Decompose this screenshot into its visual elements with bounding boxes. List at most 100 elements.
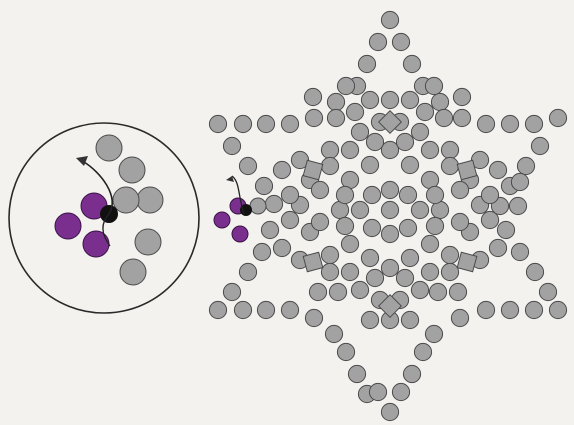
star-inner-bead bbox=[336, 186, 353, 203]
star-inner-bead bbox=[426, 217, 443, 234]
gray-bead-large bbox=[96, 135, 122, 161]
star-inner-bead bbox=[351, 281, 368, 298]
star-rim-bead bbox=[234, 301, 251, 318]
star-rim-bead bbox=[526, 263, 543, 280]
star-rim-bead bbox=[281, 301, 298, 318]
star-inner-bead bbox=[451, 213, 468, 230]
star-inner-bead bbox=[361, 249, 378, 266]
star-rim-bead bbox=[304, 88, 321, 105]
star-rim-bead bbox=[358, 55, 375, 72]
star-rim-bead bbox=[501, 301, 518, 318]
star-rim-bead bbox=[431, 93, 448, 110]
star-inner-bead bbox=[381, 91, 398, 108]
star-rim-bead bbox=[451, 309, 468, 326]
star-rim-bead bbox=[392, 383, 409, 400]
star-inner-bead bbox=[341, 235, 358, 252]
star-inner-bead bbox=[481, 186, 498, 203]
star-inner-bead bbox=[381, 181, 398, 198]
star-rim-bead bbox=[511, 173, 528, 190]
star-inner-bead bbox=[341, 141, 358, 158]
gray-bead-large bbox=[120, 259, 146, 285]
star-rim-bead bbox=[549, 109, 566, 126]
star-inner-bead bbox=[411, 201, 428, 218]
star-rim-bead bbox=[281, 115, 298, 132]
star-inner-bead bbox=[441, 141, 458, 158]
star-rim-bead bbox=[381, 11, 398, 28]
star-rim-bead bbox=[239, 263, 256, 280]
purple-bead bbox=[232, 226, 248, 242]
star-inner-bead bbox=[363, 186, 380, 203]
star-rim-bead bbox=[539, 283, 556, 300]
star-inner-bead bbox=[361, 156, 378, 173]
star-rim-bead bbox=[325, 325, 342, 342]
star-inner-bead bbox=[399, 219, 416, 236]
star-inner-bead bbox=[311, 181, 328, 198]
star-inner-bead bbox=[421, 263, 438, 280]
star-inner-bead bbox=[396, 133, 413, 150]
star-rim-bead bbox=[403, 365, 420, 382]
gray-bead-large bbox=[119, 157, 145, 183]
star-inner-bead bbox=[441, 157, 458, 174]
star-rim-bead bbox=[403, 55, 420, 72]
star-inner-bead bbox=[321, 263, 338, 280]
star-inner-bead bbox=[273, 239, 290, 256]
star-inner-bead bbox=[451, 181, 468, 198]
star-inner-bead bbox=[411, 123, 428, 140]
star-rim-bead bbox=[309, 283, 326, 300]
star-inner-bead bbox=[363, 219, 380, 236]
star-bead-pattern bbox=[209, 11, 566, 420]
star-rim-bead bbox=[509, 197, 526, 214]
star-inner-bead bbox=[399, 186, 416, 203]
star-rim-bead bbox=[449, 283, 466, 300]
star-rim-bead bbox=[453, 88, 470, 105]
star-rim-bead bbox=[305, 309, 322, 326]
star-inner-bead bbox=[401, 249, 418, 266]
star-rim-bead bbox=[477, 115, 494, 132]
star-rim-bead bbox=[392, 33, 409, 50]
star-inner-bead bbox=[481, 211, 498, 228]
star-rim-bead bbox=[261, 221, 278, 238]
star-inner-bead bbox=[346, 103, 363, 120]
star-rim-bead bbox=[337, 77, 354, 94]
star-inner-bead bbox=[396, 269, 413, 286]
star-inner-bead bbox=[381, 141, 398, 158]
star-rim-bead bbox=[329, 283, 346, 300]
square-bead bbox=[457, 160, 477, 180]
star-rim-bead bbox=[517, 157, 534, 174]
star-rim-bead bbox=[525, 115, 542, 132]
star-rim-bead bbox=[511, 243, 528, 260]
square-bead bbox=[303, 252, 323, 272]
star-inner-bead bbox=[426, 186, 443, 203]
star-inner-bead bbox=[489, 239, 506, 256]
star-inner-bead bbox=[401, 156, 418, 173]
star-rim-bead bbox=[223, 137, 240, 154]
star-inner-bead bbox=[321, 246, 338, 263]
star-inner-bead bbox=[489, 161, 506, 178]
gray-bead bbox=[250, 198, 266, 214]
star-inner-bead bbox=[311, 213, 328, 230]
star-rim-bead bbox=[501, 115, 518, 132]
star-rim-bead bbox=[209, 115, 226, 132]
star-inner-bead bbox=[351, 123, 368, 140]
star-rim-bead bbox=[381, 403, 398, 420]
star-inner-bead bbox=[336, 217, 353, 234]
star-inner-bead bbox=[411, 281, 428, 298]
star-rim-bead bbox=[265, 195, 282, 212]
star-inner-bead bbox=[416, 103, 433, 120]
arrow-icon bbox=[76, 156, 88, 166]
star-inner-bead bbox=[341, 263, 358, 280]
star-rim-bead bbox=[337, 343, 354, 360]
star-rim-bead bbox=[429, 283, 446, 300]
gray-bead-large bbox=[137, 187, 163, 213]
star-inner-bead bbox=[381, 259, 398, 276]
star-rim-bead bbox=[369, 383, 386, 400]
purple-bead bbox=[214, 212, 230, 228]
star-rim-bead bbox=[209, 301, 226, 318]
purple-bead-large bbox=[83, 231, 109, 257]
star-inner-bead bbox=[401, 311, 418, 328]
star-rim-bead bbox=[239, 157, 256, 174]
star-inner-bead bbox=[273, 161, 290, 178]
star-inner-bead bbox=[321, 141, 338, 158]
